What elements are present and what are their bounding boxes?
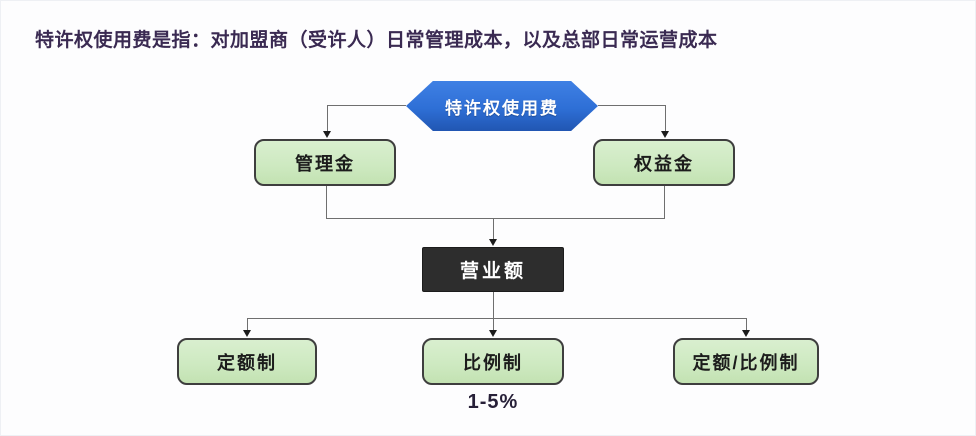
node-revenue-label: 营业额 bbox=[459, 261, 526, 282]
connector-split-right-vline bbox=[746, 318, 747, 331]
connector-revenue-down-vline bbox=[493, 292, 494, 318]
arrowhead-to-fixed-or-proportional bbox=[742, 330, 750, 337]
connector-root-left-hline bbox=[327, 105, 406, 106]
root-node-royalty-fee: 特许权使用费 bbox=[406, 81, 598, 131]
connector-root-left-vline bbox=[327, 105, 328, 132]
node-proportional-label: 比例制 bbox=[463, 352, 523, 373]
arrowhead-to-management-fee bbox=[323, 131, 331, 138]
node-proportional: 比例制 bbox=[422, 338, 564, 385]
arrowhead-to-revenue bbox=[489, 239, 497, 246]
root-node-label: 特许权使用费 bbox=[445, 98, 559, 118]
node-fixed-amount: 定额制 bbox=[177, 338, 317, 385]
connector-merge-hline bbox=[326, 218, 665, 219]
connector-root-right-hline bbox=[598, 105, 665, 106]
arrowhead-to-fixed-amount bbox=[243, 330, 251, 337]
node-fixed-or-proportional: 定额/比例制 bbox=[673, 338, 819, 385]
node-fixed-or-proportional-label: 定额/比例制 bbox=[692, 352, 800, 373]
node-management-fee-label: 管理金 bbox=[295, 153, 355, 174]
connector-split-hline bbox=[247, 318, 747, 319]
connector-split-center-vline bbox=[493, 318, 494, 331]
connector-management-down-vline bbox=[326, 186, 327, 218]
node-management-fee: 管理金 bbox=[254, 139, 396, 186]
annotation-rate-range: 1-5% bbox=[467, 391, 519, 413]
node-equity-fee-label: 权益金 bbox=[634, 153, 694, 174]
node-equity-fee: 权益金 bbox=[593, 139, 735, 186]
node-fixed-amount-label: 定额制 bbox=[217, 352, 277, 373]
arrowhead-to-proportional bbox=[489, 330, 497, 337]
node-revenue: 营业额 bbox=[422, 247, 564, 292]
page-title: 特许权使用费是指：对加盟商（受许人）日常管理成本，以及总部日常运营成本 bbox=[35, 30, 718, 51]
connector-merge-down-vline bbox=[493, 218, 494, 240]
connector-split-left-vline bbox=[247, 318, 248, 331]
connector-root-right-vline bbox=[665, 105, 666, 132]
arrowhead-to-equity-fee bbox=[661, 131, 669, 138]
connector-equity-down-vline bbox=[664, 186, 665, 218]
